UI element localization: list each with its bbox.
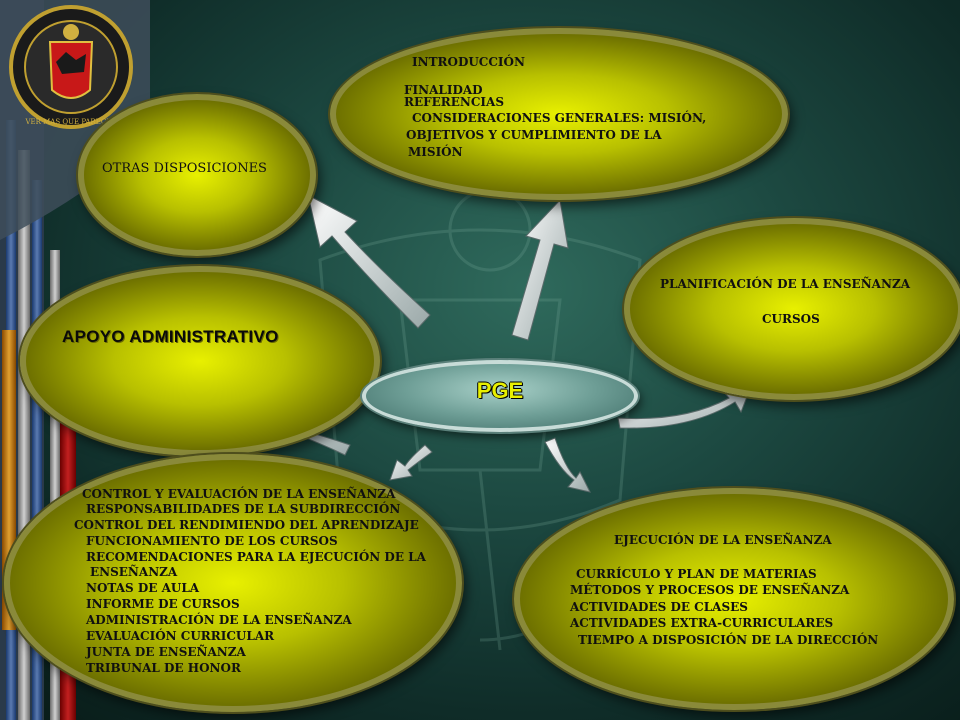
oval-introduccion — [330, 28, 788, 200]
top-line-5: OBJETIVOS Y CUMPLIMIENTO DE LA — [406, 128, 662, 142]
arrow-to-top — [511, 198, 569, 341]
oval-planificacion — [624, 218, 960, 400]
center-node-pge: PGE — [362, 360, 638, 432]
arrow-to-control — [389, 444, 433, 481]
control-line-4: FUNCIONAMIENTO DE LOS CURSOS — [86, 534, 338, 548]
ejecucion-line-2: MÉTODOS Y PROCESOS DE ENSEÑANZA — [570, 583, 850, 597]
arrows — [218, 194, 753, 493]
oval-apoyo-administrativo — [20, 266, 380, 456]
control-line-3: CONTROL DEL RENDIMIENDO DEL APRENDIZAJE — [74, 518, 419, 532]
ejecucion-line-1: CURRÍCULO Y PLAN DE MATERIAS — [576, 567, 817, 581]
oval-control — [4, 454, 462, 712]
control-line-9: ADMINISTRACIÓN DE LA ENSEÑANZA — [86, 613, 352, 627]
oval-ejecucion — [514, 488, 954, 710]
arrow-to-ejecucion — [544, 437, 591, 493]
center-label: PGE — [476, 378, 524, 403]
ejecucion-line-3: ACTIVIDADES DE CLASES — [570, 600, 748, 614]
emblem-seal: VER MAS QUE PARECER — [9, 5, 133, 129]
sidebar-bar-blue-2 — [32, 180, 42, 720]
planificacion-title: PLANIFICACIÓN DE LA ENSEÑANZA — [660, 277, 911, 291]
control-line-1: CONTROL Y EVALUACIÓN DE LA ENSEÑANZA — [82, 487, 396, 501]
ejecucion-line-4: ACTIVIDADES EXTRA-CURRICULARES — [570, 616, 834, 630]
control-line-2: RESPONSABILIDADES DE LA SUBDIRECCIÓN — [86, 502, 401, 516]
top-line-6: MISIÓN — [408, 145, 463, 159]
control-line-11: JUNTA DE ENSEÑANZA — [86, 645, 246, 659]
control-line-12: TRIBUNAL DE HONOR — [86, 661, 241, 675]
control-line-6: ENSEÑANZA — [90, 565, 178, 579]
arrow-to-otras — [307, 194, 431, 329]
control-line-10: EVALUACIÓN CURRICULAR — [86, 629, 275, 643]
otras-label: OTRAS DISPOSICIONES — [102, 161, 267, 176]
sidebar-bar-grey-2 — [50, 250, 60, 720]
control-line-5: RECOMENDACIONES PARA LA EJECUCIÓN DE LA — [86, 550, 426, 564]
planificacion-sub: CURSOS — [762, 312, 820, 326]
apoyo-label: APOYO ADMINISTRATIVO — [62, 327, 279, 346]
top-line-2: FINALIDAD — [404, 83, 483, 97]
top-line-1: INTRODUCCIÓN — [412, 55, 525, 69]
control-line-7: NOTAS DE AULA — [86, 581, 200, 595]
ejecucion-line-5: TIEMPO A DISPOSICIÓN DE LA DIRECCIÓN — [578, 633, 879, 647]
ejecucion-title: EJECUCIÓN DE LA ENSEÑANZA — [614, 533, 832, 547]
control-line-8: INFORME DE CURSOS — [86, 597, 240, 611]
top-line-4: CONSIDERACIONES GENERALES: MISIÓN, — [412, 111, 707, 125]
top-line-3: REFERENCIAS — [404, 95, 505, 109]
emblem-motto: VER MAS QUE PARECER — [24, 118, 117, 126]
oval-otras-disposiciones — [78, 94, 316, 256]
